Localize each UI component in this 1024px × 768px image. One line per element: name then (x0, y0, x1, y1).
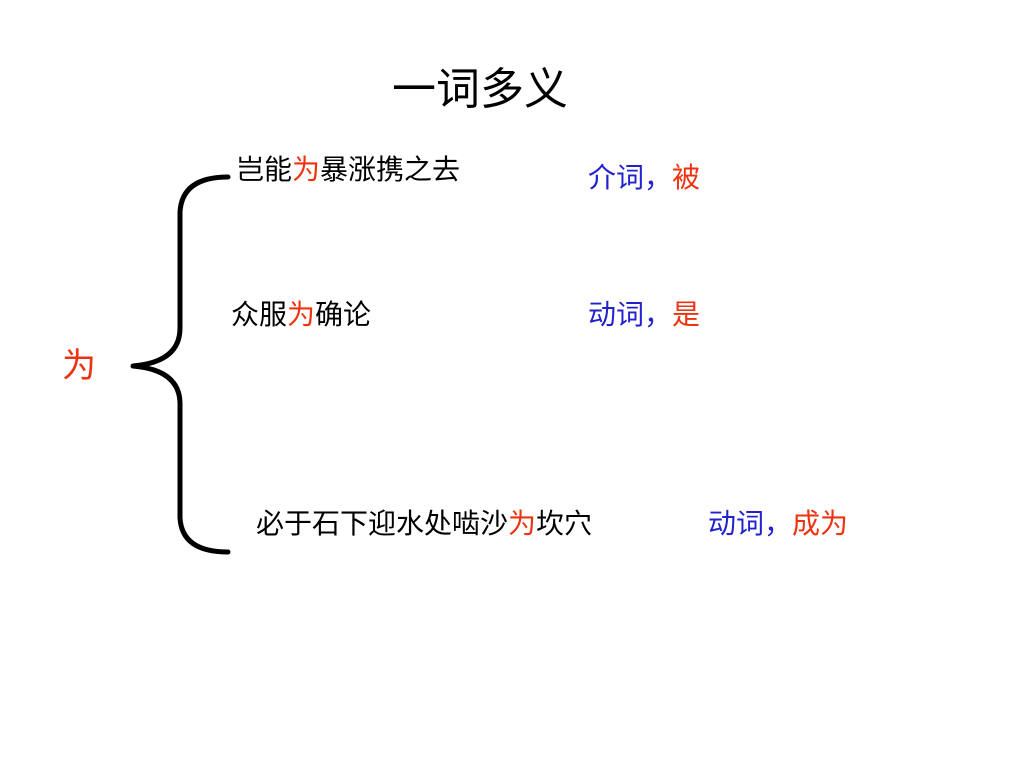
example-sentence-2: 众服为确论 (231, 297, 371, 333)
sentence-2-key-word: 为 (287, 298, 316, 331)
sentence-1-before: 岂能 (236, 153, 293, 186)
meaning-1: 介词，被 (588, 160, 700, 196)
sentence-1-after: 暴涨携之去 (320, 153, 461, 186)
sentence-3-key-word: 为 (508, 507, 537, 540)
sentence-1-key-word: 为 (292, 153, 321, 186)
meaning-2: 动词，是 (588, 297, 700, 333)
meaning-1-part-of-speech: 介词， (588, 161, 673, 194)
slide-title: 一词多义 (392, 64, 568, 115)
sentence-2-after: 确论 (315, 298, 372, 331)
example-sentence-1: 岂能为暴涨携之去 (236, 152, 460, 188)
meaning-3: 动词，成为 (708, 506, 848, 542)
sentence-2-before: 众服 (231, 298, 288, 331)
meaning-2-gloss: 是 (672, 298, 701, 331)
sentence-3-before: 必于石下迎水处啮沙 (256, 507, 509, 540)
sentence-3-after: 坎穴 (536, 507, 593, 540)
meaning-3-gloss: 成为 (792, 507, 849, 540)
meaning-1-gloss: 被 (672, 161, 701, 194)
meaning-3-part-of-speech: 动词， (708, 507, 793, 540)
example-sentence-3: 必于石下迎水处啮沙为坎穴 (256, 506, 592, 542)
head-word: 为 (62, 346, 96, 386)
meaning-2-part-of-speech: 动词， (588, 298, 673, 331)
